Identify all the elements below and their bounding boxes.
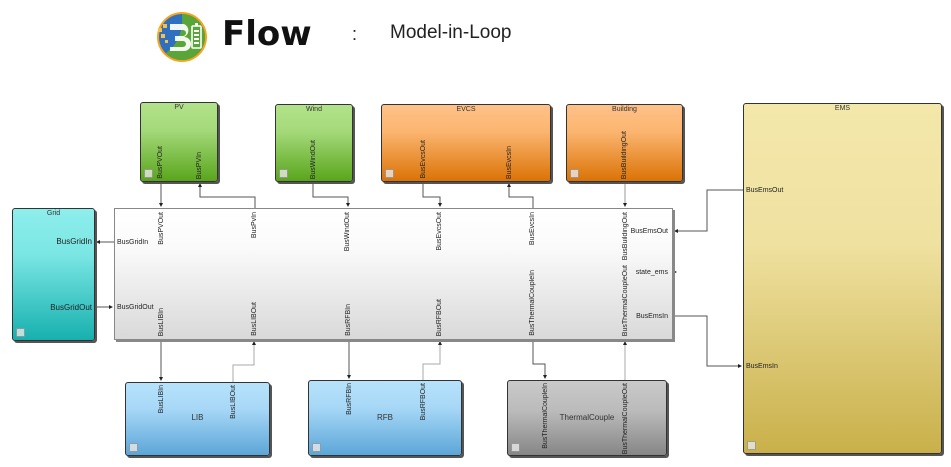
subsystem-icon (570, 169, 579, 178)
main-port-evcs-in: BusEvcsIn (529, 212, 536, 246)
subsystem-icon (144, 169, 153, 178)
wire-rfb-out (422, 341, 442, 380)
main-bus-block[interactable]: BusPVOut BusPvIn BusWindOut BusEvcsOut B… (114, 208, 673, 340)
ems-port-out: BusEmsOut (746, 187, 784, 194)
ems-title: EMS (834, 105, 851, 112)
wire-evcs-out (422, 182, 442, 207)
grid-port-out: BusGridOut (50, 303, 92, 312)
main-port-lib-in: BusLIBIn (158, 307, 165, 336)
rfb-title: RFB (377, 413, 393, 422)
subsystem-icon (747, 441, 756, 450)
subsystem-icon (312, 443, 321, 452)
evcs-port-in: BusEvcsIn (506, 145, 513, 179)
subsystem-icon (16, 328, 25, 337)
wind-title: Wind (306, 106, 322, 113)
subsystem-icon (385, 169, 394, 178)
main-port-rfb-in: BusRFBIn (345, 304, 352, 336)
wire-ems-out (674, 189, 743, 233)
building-port-out: BusBuildingOut (621, 130, 628, 179)
building-block[interactable]: Building BusBuildingOut (566, 104, 683, 182)
page-subtitle: Model-in-Loop (390, 22, 512, 43)
subsystem-icon (279, 169, 288, 178)
main-port-ems-out: BusEmsOut (630, 228, 668, 235)
evcs-title: EVCS (456, 106, 476, 113)
wire-lib-out (232, 341, 256, 382)
grid-title: Grid (46, 210, 61, 217)
main-port-thermalcouple-in: BusThermalCoupleIn (529, 270, 536, 336)
grid-block[interactable]: Grid BusGridIn BusGridOut (12, 208, 95, 341)
biflow-logo-icon (154, 10, 208, 64)
rfb-port-out: BusRFBOut (420, 383, 427, 421)
subsystem-icon (129, 443, 138, 452)
rfb-block[interactable]: BusRFBIn RFB BusRFBOut (308, 380, 462, 456)
main-port-wind-out: BusWindOut (344, 212, 351, 252)
title-separator: : (352, 24, 358, 44)
building-title: Building (612, 106, 637, 113)
wire-ems-in (673, 315, 742, 368)
pv-block[interactable]: PV BusPVOut BusPVIn (140, 102, 218, 182)
lib-block[interactable]: BusLIBIn LIB BusLIBOut (125, 382, 270, 456)
wind-port-out: BusWindOut (310, 139, 317, 179)
wire-evcs-in (507, 183, 534, 208)
main-port-grid-in: BusGridIn (117, 239, 149, 246)
main-port-lib-out: BusLIBOut (251, 302, 258, 336)
main-port-thermalcouple-out: BusThermalCoupleOut (622, 264, 629, 336)
main-port-state-ems: state_ems (635, 269, 668, 276)
thermalcouple-port-out: BusThermalCoupleOut (622, 383, 629, 455)
subsystem-icon (511, 443, 520, 452)
lib-title: LIB (191, 413, 204, 422)
thermalcouple-block[interactable]: BusThermalCoupleIn ThermalCouple BusTher… (507, 380, 667, 456)
rfb-port-in: BusRFBIn (346, 383, 353, 415)
main-port-pv-out: BusPVOut (158, 212, 165, 245)
main-port-evcs-out: BusEvcsOut (436, 212, 443, 251)
evcs-block[interactable]: EVCS BusEvcsOut BusEvcsIn (381, 104, 551, 182)
evcs-port-out: BusEvcsOut (420, 140, 427, 179)
wire-pv-in (198, 183, 256, 208)
wire-thermalcouple-in (532, 340, 547, 379)
wind-block[interactable]: Wind BusWindOut (275, 104, 353, 182)
main-port-building-out: BusBuildingOut (622, 212, 629, 261)
thermalcouple-title: ThermalCouple (559, 413, 615, 422)
pv-title: PV (174, 104, 184, 111)
wire-wind-out (312, 182, 350, 207)
ems-block[interactable]: EMS BusEmsOut BusEmsIn (743, 103, 942, 454)
main-port-pv-in: BusPvIn (251, 212, 258, 239)
main-port-rfb-out: BusRFBOut (436, 298, 443, 336)
lib-port-out: BusLIBOut (230, 385, 237, 419)
main-port-ems-in: BusEmsIn (636, 313, 668, 320)
app-title: Flow (222, 14, 312, 54)
ems-port-in: BusEmsIn (746, 363, 778, 370)
lib-port-in: BusLIBIn (158, 385, 165, 414)
pv-port-in: BusPVIn (196, 151, 203, 179)
main-port-grid-out: BusGridOut (117, 304, 154, 311)
grid-port-in: BusGridIn (56, 237, 92, 246)
pv-port-out: BusPVOut (157, 146, 164, 179)
